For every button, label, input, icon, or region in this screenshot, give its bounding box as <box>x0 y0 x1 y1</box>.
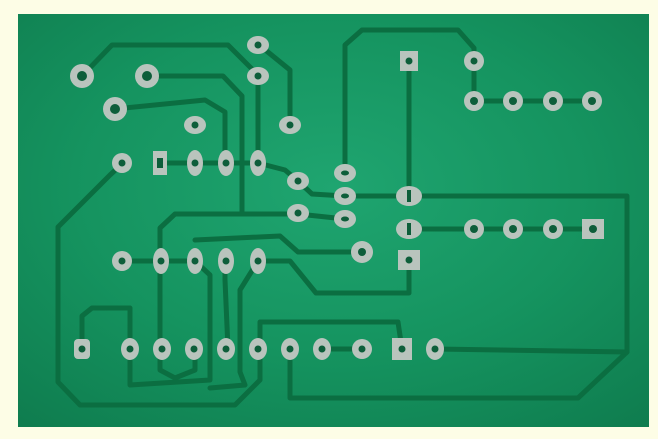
connector-pad <box>121 338 139 360</box>
connector-pad <box>249 338 267 360</box>
header-pad <box>503 91 523 111</box>
pad-oval <box>250 248 266 274</box>
pad-small <box>247 67 269 85</box>
pad-oval <box>218 248 234 274</box>
header-pad <box>503 219 523 239</box>
connector-pad <box>153 338 171 360</box>
header-pad <box>464 219 484 239</box>
header-pad <box>543 219 563 239</box>
pad-oval-wide <box>396 186 422 206</box>
pad-oval <box>187 150 203 176</box>
pad-oval <box>153 248 169 274</box>
pcb-substrate <box>18 14 649 427</box>
connector-pad <box>185 338 203 360</box>
connector-pad <box>426 338 444 360</box>
pad-large-1 <box>70 64 94 88</box>
pad-small <box>334 187 356 205</box>
header-pad-square <box>582 219 604 239</box>
pad-small <box>279 116 301 134</box>
pad-oval-wide <box>396 219 422 239</box>
connector-pad <box>281 338 299 360</box>
pad-square <box>153 151 167 175</box>
pad-small <box>287 172 309 190</box>
component-pads <box>70 36 604 360</box>
connector-pad <box>352 339 372 359</box>
pad-small <box>184 116 206 134</box>
pad-oval <box>187 248 203 274</box>
pad-round <box>351 241 373 263</box>
connector-pad <box>313 338 331 360</box>
header-pad <box>464 91 484 111</box>
header-pad <box>543 91 563 111</box>
pad-small <box>247 36 269 54</box>
pad-small <box>334 210 356 228</box>
pad-large-2 <box>135 64 159 88</box>
connector-pad <box>74 339 90 359</box>
header-pad <box>582 91 602 111</box>
pad-round <box>112 251 132 271</box>
pad-oval <box>250 150 266 176</box>
pad-square <box>400 51 418 71</box>
pad-small <box>334 164 356 182</box>
connector-pad-square <box>392 338 412 360</box>
pad-large-3 <box>103 97 127 121</box>
pad-square <box>398 250 420 270</box>
connector-pad <box>217 338 235 360</box>
pad-oval <box>218 150 234 176</box>
pad-round <box>464 51 484 71</box>
pad-round <box>112 153 132 173</box>
pad-small <box>287 204 309 222</box>
